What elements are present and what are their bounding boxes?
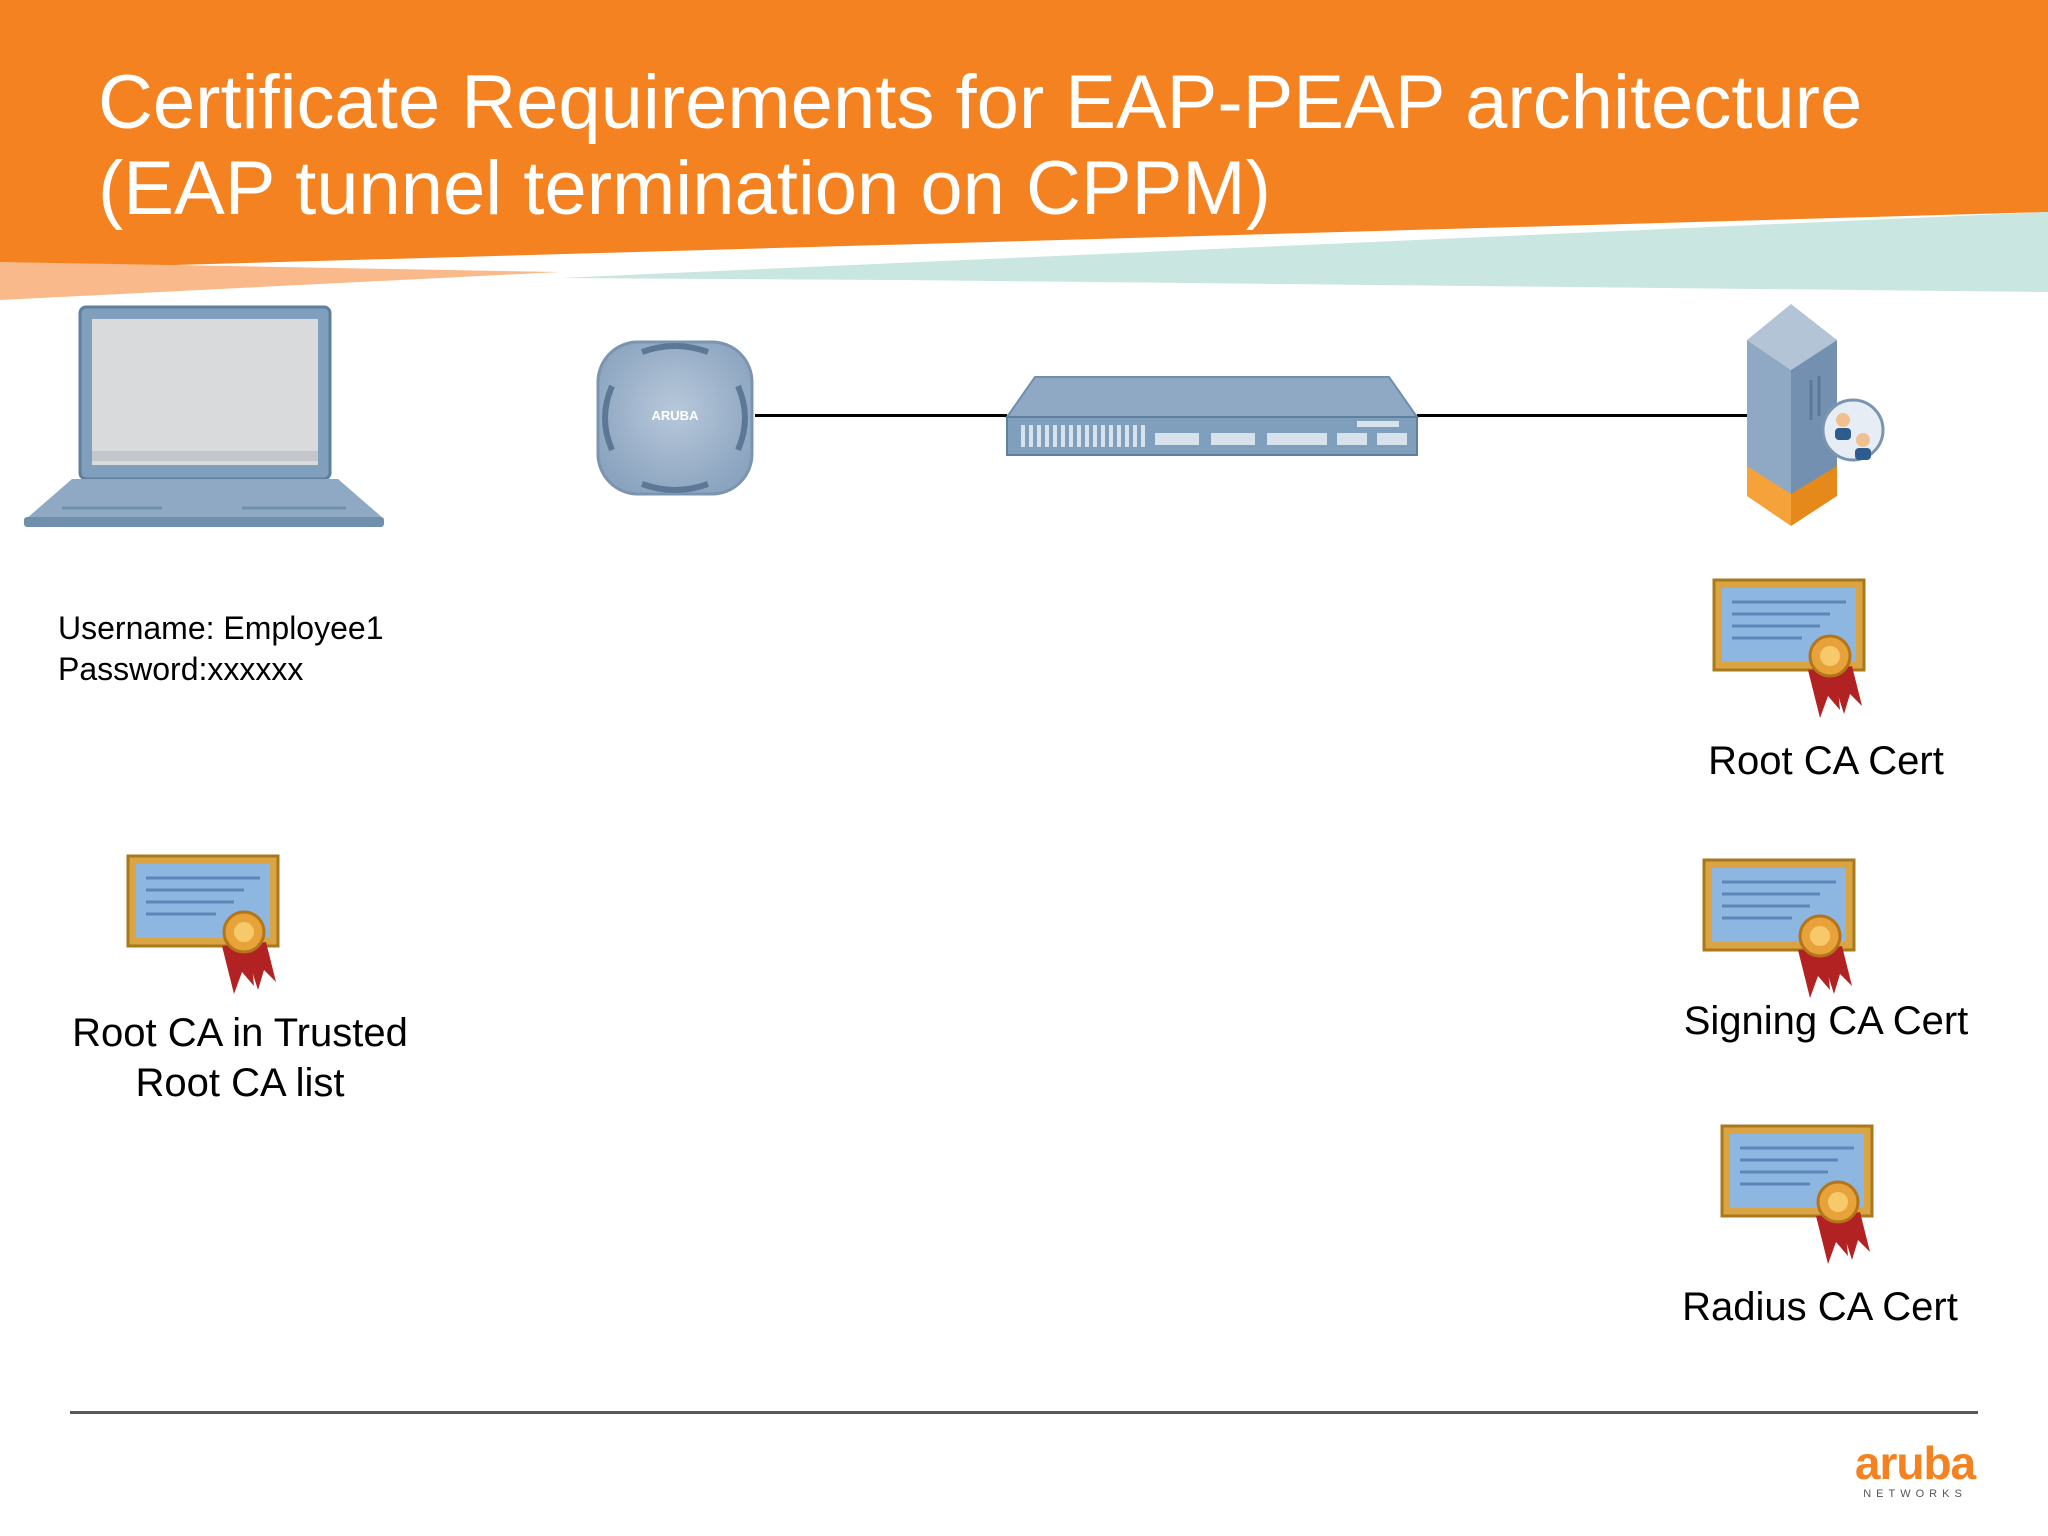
- access-point-label: ARUBA: [651, 408, 699, 423]
- root-ca-cert-label: Root CA Cert: [1708, 739, 1944, 783]
- controller-icon: [1005, 376, 1419, 456]
- certificate-icon: [1702, 858, 1856, 998]
- signing-ca-cert-label: Signing CA Cert: [1683, 999, 1969, 1043]
- certificate-icon: [1720, 1124, 1874, 1264]
- title-line-2: (EAP tunnel termination on CPPM): [98, 146, 1271, 231]
- link-controller-server: [1417, 414, 1747, 417]
- username-text: Username: Employee1: [58, 610, 384, 646]
- password-text: Password:xxxxxx: [58, 651, 304, 687]
- laptop-icon: [24, 305, 384, 527]
- server-icon: [1747, 304, 1885, 526]
- title-line-1: Certificate Requirements for EAP-PEAP ar…: [98, 60, 1863, 145]
- logo-subtitle: NETWORKS: [1863, 1488, 1967, 1500]
- title-banner: [0, 0, 2048, 300]
- client-cert-caption-line-1: Root CA in Trusted: [72, 1011, 408, 1055]
- client-cert-caption-line-2: Root CA list: [135, 1061, 345, 1105]
- page-title: Certificate Requirements for EAP-PEAP ar…: [98, 60, 1998, 232]
- logo-wordmark: aruba: [1854, 1437, 1976, 1489]
- link-ap-controller: [755, 414, 1007, 417]
- certificate-icon: [126, 854, 280, 994]
- client-credentials: Username: Employee1 Password:xxxxxx: [58, 608, 383, 690]
- footer-divider: [70, 1411, 1978, 1414]
- aruba-logo: aruba NETWORKS: [1840, 1440, 1990, 1500]
- certificate-icon: [1712, 578, 1866, 718]
- radius-ca-cert-label: Radius CA Cert: [1682, 1285, 1958, 1329]
- access-point-icon: ARUBA: [592, 336, 758, 500]
- client-cert-caption: Root CA in Trusted Root CA list: [40, 1008, 440, 1108]
